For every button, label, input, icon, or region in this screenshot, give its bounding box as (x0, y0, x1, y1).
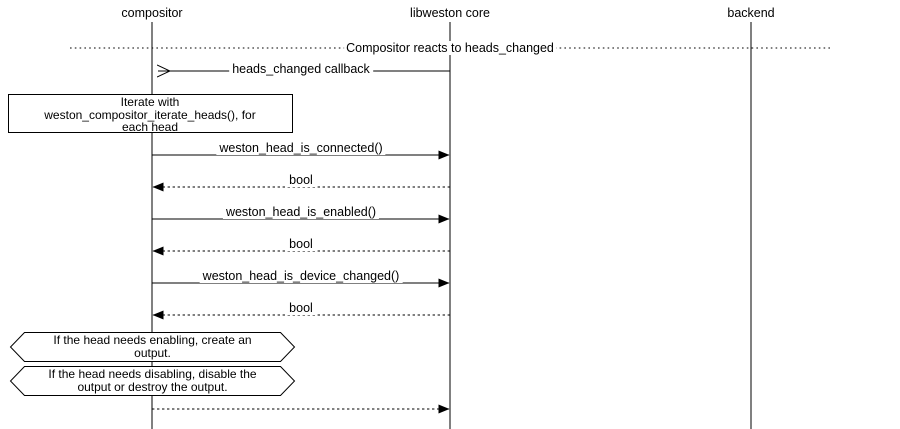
message-label-bool-3: bool (286, 301, 316, 315)
condition-note-enable-line-2: output. (134, 345, 171, 360)
condition-note-text-enable: If the head needs enabling, create an ou… (18, 334, 287, 359)
condition-note-disable-line-1: If the head needs disabling, disable the (48, 367, 257, 381)
note-line-2: weston_compositor_iterate_heads(), for (44, 107, 256, 122)
condition-note-outline-disable (9, 366, 296, 396)
note-line-3: each head (121, 120, 179, 134)
lifeline-header-libweston-core[interactable]: libweston core (410, 6, 490, 20)
message-label-weston-head-is-enabled: weston_head_is_enabled() (222, 205, 380, 219)
divider-label: Compositor reacts to heads_changed (344, 41, 556, 55)
message-label-weston-head-is-connected: weston_head_is_connected() (216, 141, 386, 155)
message-label-bool-2: bool (286, 237, 316, 251)
condition-note-text-disable: If the head needs disabling, disable the… (18, 368, 287, 393)
message-label-weston-head-is-device-changed: weston_head_is_device_changed() (199, 269, 403, 283)
message-label-bool-1: bool (286, 173, 316, 187)
condition-note-outline-enable (9, 332, 296, 362)
lifeline-header-backend[interactable]: backend (727, 6, 775, 20)
note-box-outline-iterate (8, 94, 293, 133)
message-label-heads-changed-callback: heads_changed callback (229, 62, 373, 76)
condition-note-enable-line-1: If the head needs enabling, create an (53, 333, 252, 347)
note-line-1: Iterate with (120, 95, 180, 109)
condition-note-disable-line-2: output or destroy the output. (77, 379, 228, 394)
note-text-iterate: Iterate with weston_compositor_iterate_h… (8, 96, 292, 134)
lifeline-header-compositor[interactable]: compositor (121, 6, 183, 20)
